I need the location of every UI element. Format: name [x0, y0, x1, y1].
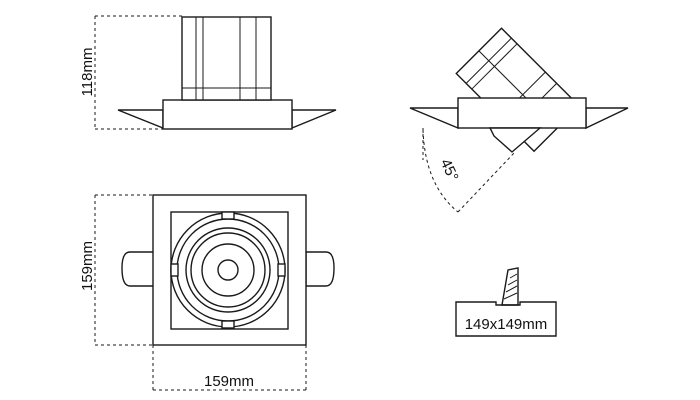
front-view-ceiling-left — [117, 109, 164, 130]
bottom-width-dimension-label: 159mm — [204, 373, 254, 390]
cutout-size-label: 149x149mm — [465, 316, 548, 333]
top-view-clip-left — [121, 251, 155, 287]
front-view-trim — [162, 99, 293, 130]
side-width-dimension-label: 159mm — [79, 241, 96, 291]
bottom-width-dimension: 159mm — [152, 345, 307, 391]
top-view-lens — [217, 259, 239, 281]
height-dimension-label: 118mm — [79, 48, 96, 97]
tilted-view — [409, 27, 629, 153]
side-width-dimension: 159mm — [79, 194, 153, 346]
front-view — [117, 16, 337, 130]
angle-dimension-label: 45° — [437, 156, 462, 184]
top-view-clip-right — [305, 251, 335, 287]
cutout-section — [455, 301, 557, 337]
height-dimension: 118mm — [79, 15, 182, 130]
top-view — [121, 194, 335, 346]
front-view-ceiling-right — [291, 109, 337, 130]
cutout-detail: 149x149mm — [455, 267, 557, 337]
tilted-view-trim — [457, 97, 587, 129]
